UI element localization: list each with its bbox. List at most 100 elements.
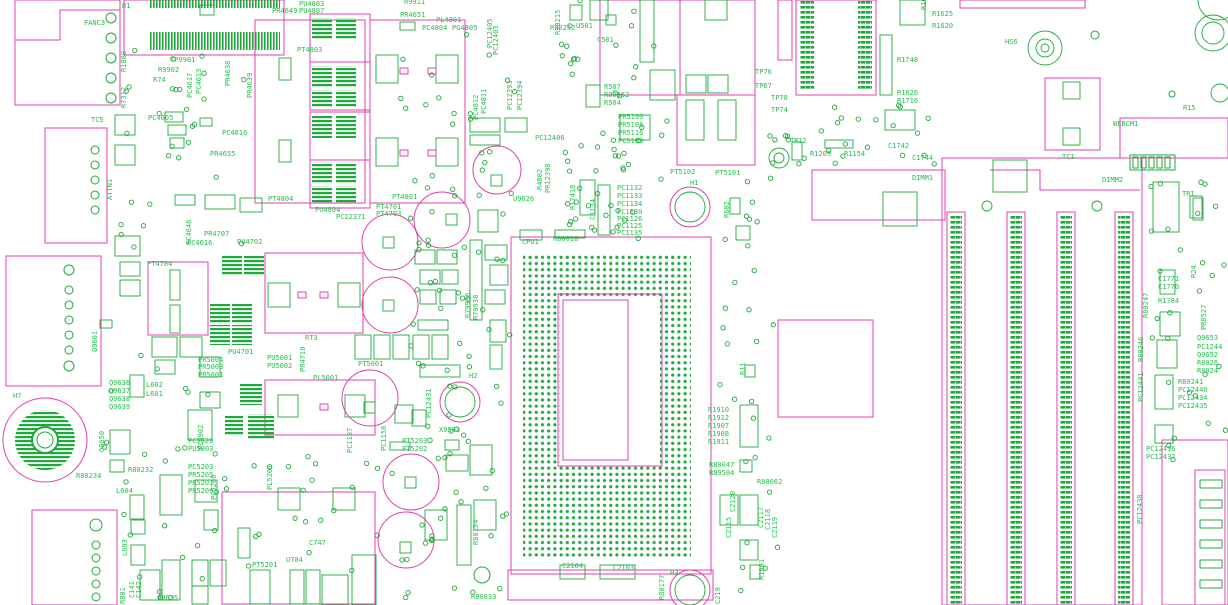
- component-label: PC4605: [148, 114, 173, 122]
- component-label: PR5003: [198, 363, 223, 371]
- via: [177, 86, 183, 93]
- component-label-vertical: R4802: [536, 169, 544, 190]
- via: [427, 437, 433, 443]
- via: [223, 486, 230, 492]
- via: [483, 485, 489, 491]
- via: [564, 43, 570, 49]
- component-label: PT5001: [358, 360, 383, 368]
- component-label: PG4805: [452, 24, 477, 32]
- via: [199, 53, 205, 59]
- via: [575, 56, 581, 62]
- component-label: R1209: [810, 150, 831, 158]
- via: [479, 150, 485, 156]
- component-label-vertical: RB01: [119, 587, 127, 604]
- via: [896, 102, 902, 108]
- component-label: PR5004: [198, 356, 223, 364]
- via: [435, 455, 441, 461]
- via: [504, 77, 511, 83]
- component-label: PU4807: [299, 7, 324, 15]
- via: [664, 118, 670, 124]
- via: [751, 267, 757, 274]
- component-label: PT4803: [297, 46, 322, 54]
- via: [629, 209, 636, 215]
- via: [749, 199, 756, 205]
- component-label: PR5206: [188, 487, 213, 495]
- component-label: PU5001: [267, 354, 292, 362]
- via: [267, 464, 273, 470]
- via: [427, 279, 434, 286]
- via: [442, 506, 448, 512]
- via: [931, 161, 937, 167]
- via: [459, 295, 466, 301]
- component-label: R80162: [604, 91, 629, 99]
- component-label-vertical: R602: [723, 201, 731, 218]
- component-label-vertical: C2118: [764, 509, 772, 530]
- component-label: Q9635: [157, 594, 178, 602]
- component-label: R1620: [932, 22, 953, 30]
- via: [162, 458, 168, 464]
- via: [121, 511, 127, 518]
- via: [1154, 315, 1160, 322]
- component-label-vertical: PC5902: [197, 425, 205, 450]
- via: [253, 533, 259, 540]
- via: [589, 224, 595, 231]
- component-label: C1744: [912, 154, 933, 162]
- via: [743, 458, 749, 465]
- component-label: R8026: [1197, 359, 1218, 367]
- component-label: TP74: [771, 106, 788, 114]
- component-label-vertical: PC1187: [346, 428, 354, 453]
- component-label-vertical: Q9601: [91, 331, 99, 352]
- component-label: D1: [122, 2, 130, 10]
- via: [162, 523, 168, 529]
- component-label-vertical: R79938: [472, 295, 480, 320]
- component-label: R1748: [897, 56, 918, 64]
- via: [593, 168, 599, 174]
- component-label-vertical: R80177: [658, 575, 666, 600]
- via: [635, 137, 641, 144]
- via: [156, 110, 162, 117]
- via: [568, 60, 574, 67]
- via: [659, 132, 665, 138]
- via: [1212, 203, 1219, 209]
- component-label: PU5003: [188, 445, 213, 453]
- component-label: R1908: [708, 430, 729, 438]
- component-label: R80252: [550, 24, 575, 32]
- via: [899, 152, 906, 159]
- via: [631, 8, 637, 14]
- via: [104, 439, 110, 445]
- via: [447, 451, 453, 457]
- component-label-vertical: R80134: [472, 520, 480, 545]
- component-label: H1: [690, 179, 698, 187]
- via: [410, 321, 416, 327]
- via: [746, 307, 752, 313]
- via: [212, 451, 218, 457]
- component-label: PT5101: [715, 169, 740, 177]
- via: [486, 326, 492, 333]
- via: [442, 454, 448, 461]
- via: [466, 353, 472, 359]
- via: [408, 215, 414, 221]
- component-label: PC5109: [618, 137, 643, 145]
- via: [1166, 442, 1172, 449]
- component-label: PU4701: [228, 348, 253, 356]
- component-label-vertical: PR12398: [544, 163, 552, 193]
- via: [285, 463, 292, 470]
- component-label-vertical: C2119: [771, 517, 779, 538]
- component-label: C1771: [1158, 275, 1179, 283]
- via: [185, 389, 191, 395]
- component-label: PC1134: [617, 200, 642, 208]
- via: [1202, 181, 1208, 187]
- component-label: R80018: [553, 235, 578, 243]
- via: [118, 221, 124, 228]
- component-label: WEBCM1: [1113, 120, 1138, 128]
- component-label: C2103: [613, 564, 634, 572]
- via: [782, 133, 789, 139]
- via: [738, 587, 744, 594]
- via: [482, 159, 488, 166]
- via: [565, 158, 571, 164]
- via: [740, 564, 746, 571]
- via: [432, 278, 438, 285]
- via: [222, 475, 228, 482]
- via: [612, 90, 618, 96]
- via: [429, 533, 435, 539]
